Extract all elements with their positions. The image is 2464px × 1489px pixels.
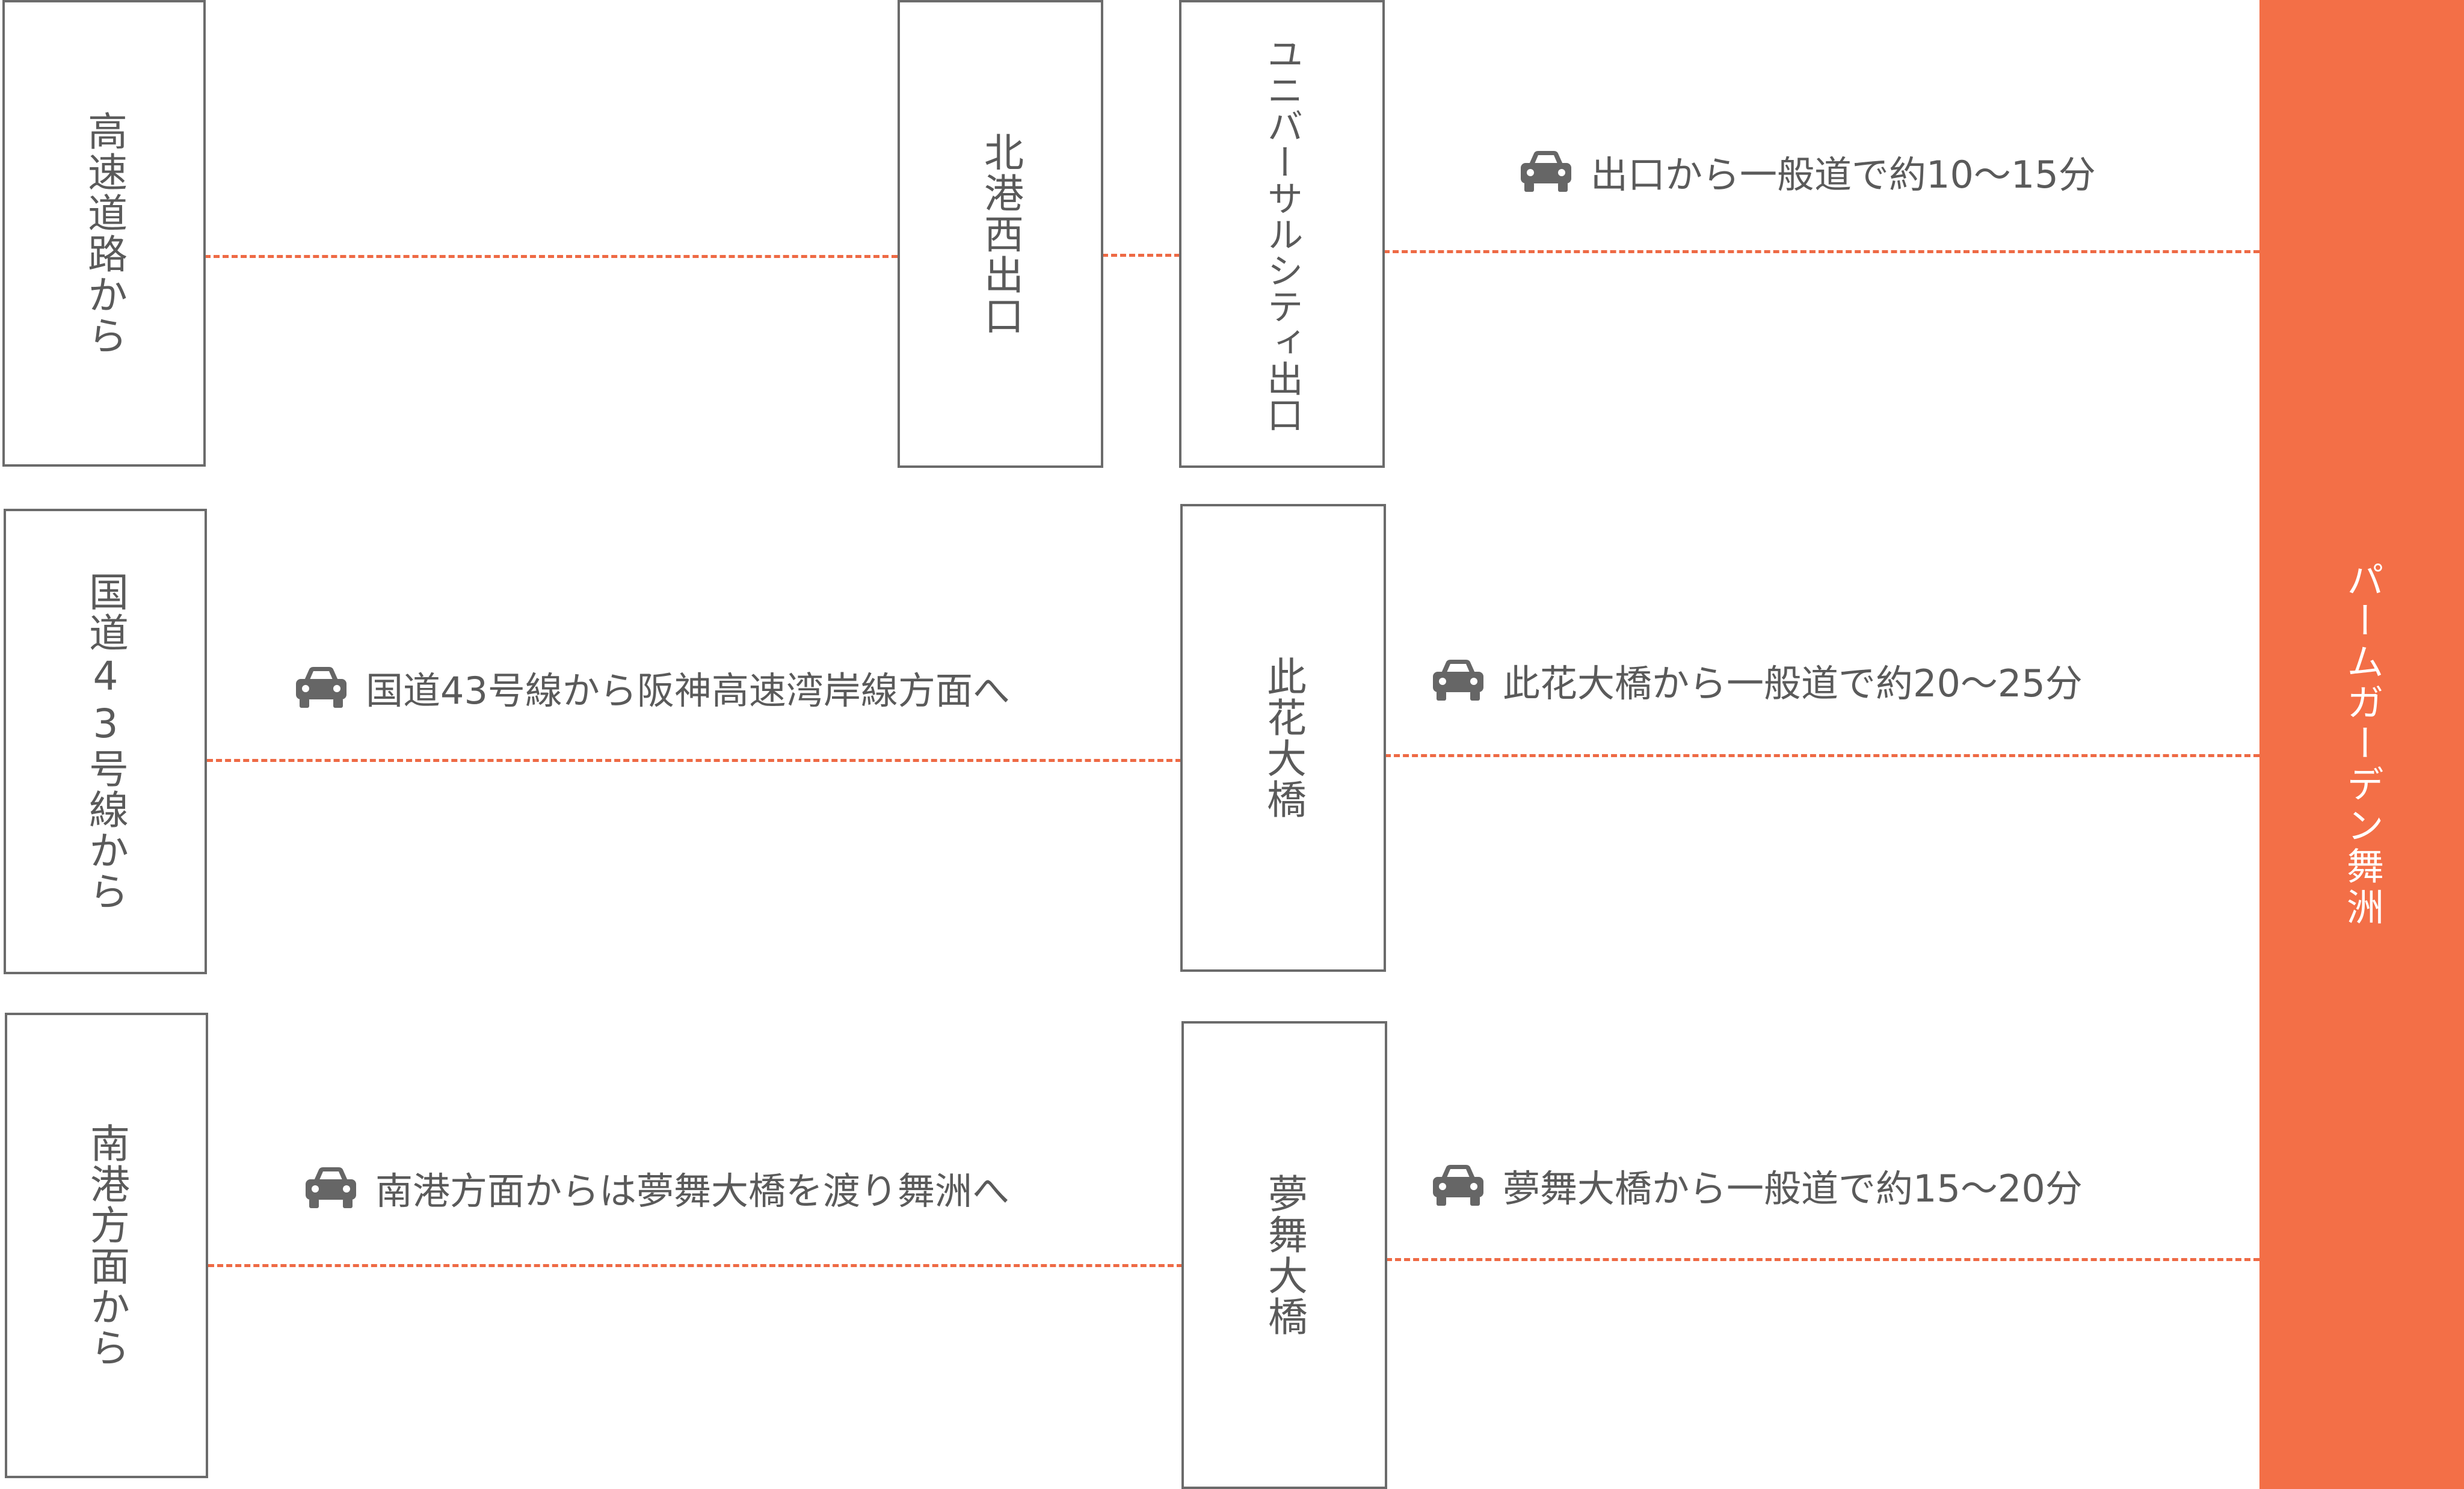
exit-label-kitako-nishi: 北港西出口: [978, 132, 1024, 336]
car-icon: [296, 667, 346, 708]
connector-line-row1-c: [1384, 250, 2259, 253]
connector-line-row2-a: [207, 759, 1181, 762]
route-text-row3: 夢舞大橋から一般道で約15〜20分: [1503, 1167, 2083, 1211]
connector-line-row2-b: [1385, 754, 2259, 757]
connector-line-row1-b: [1102, 254, 1180, 257]
route-text-row3-via: 南港方面からは夢舞大橋を渡り舞洲へ: [375, 1169, 1010, 1213]
route-label-row2-via: 国道43号線から阪神高速湾岸線方面へ: [291, 660, 1010, 714]
connector-line-row3-a: [208, 1264, 1183, 1267]
bridge-box-yumemai: 夢舞大橋: [1181, 1021, 1387, 1489]
entry-label-expressway: 高速道路から: [81, 111, 128, 356]
entry-label-south-port: 南港方面から: [84, 1123, 130, 1368]
entry-box-south-port: 南港方面から: [5, 1013, 208, 1478]
entry-label-route43: 国道43号線から: [82, 571, 129, 912]
route-label-row1: 出口から一般道で約10〜15分: [1516, 144, 2096, 198]
route-label-row3: 夢舞大橋から一般道で約15〜20分: [1428, 1158, 2083, 1212]
route-text-row2: 此花大橋から一般道で約20〜25分: [1503, 662, 2083, 705]
bridge-box-konohana: 此花大橋: [1180, 504, 1386, 972]
destination-label: パームガーデン舞洲: [2340, 560, 2384, 929]
bridge-label-yumemai: 夢舞大橋: [1261, 1173, 1308, 1337]
route-text-row1: 出口から一般道で約10〜15分: [1591, 153, 2096, 197]
bridge-label-konohana: 此花大橋: [1260, 656, 1307, 820]
connector-line-row3-b: [1386, 1258, 2259, 1261]
route-text-row2-via: 国道43号線から阪神高速湾岸線方面へ: [366, 669, 1010, 713]
entry-box-route43: 国道43号線から: [4, 509, 207, 974]
entry-box-expressway: 高速道路から: [2, 0, 206, 467]
route-label-row2: 此花大橋から一般道で約20〜25分: [1428, 653, 2083, 707]
car-icon: [306, 1167, 356, 1208]
connector-line-row1-a: [205, 255, 898, 258]
car-icon: [1433, 660, 1483, 701]
exit-box-kitako-nishi: 北港西出口: [898, 0, 1103, 468]
route-label-row3-via: 南港方面からは夢舞大橋を渡り舞洲へ: [301, 1161, 1009, 1215]
exit-box-universal-city: ユニバーサルシティ出口: [1179, 0, 1385, 468]
car-icon: [1521, 151, 1571, 192]
exit-label-universal-city: ユニバーサルシティ出口: [1261, 35, 1303, 432]
car-icon: [1433, 1165, 1483, 1206]
destination-bar: パームガーデン舞洲: [2259, 0, 2464, 1489]
